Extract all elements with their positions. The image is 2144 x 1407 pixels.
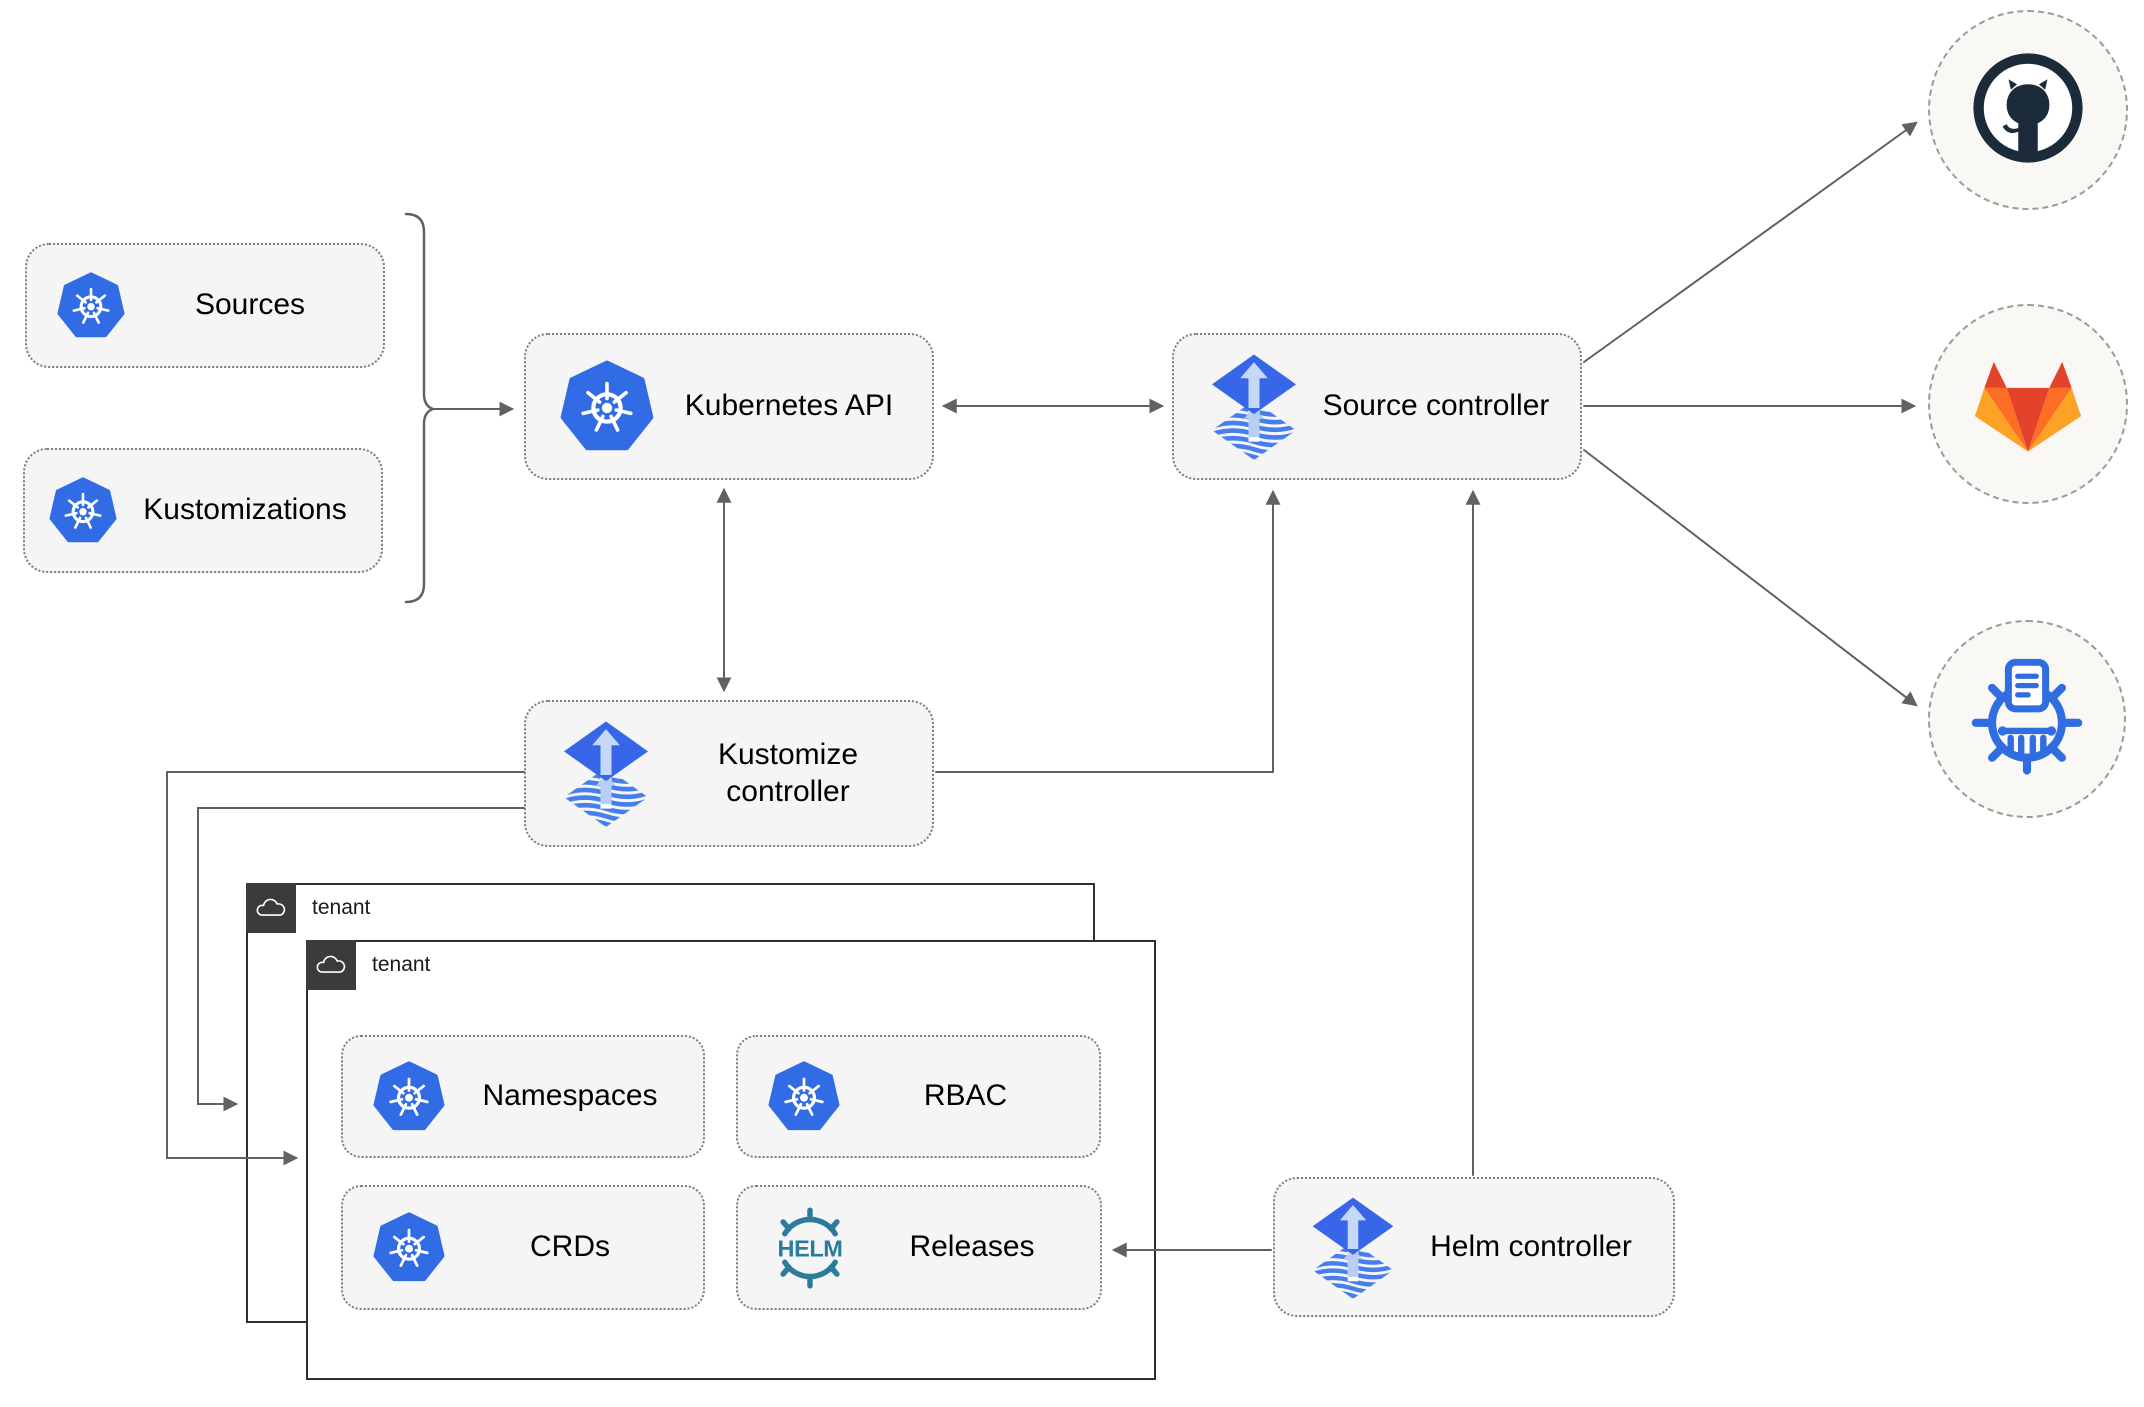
gitlab-icon xyxy=(1969,350,2087,459)
node-label: RBAC xyxy=(923,1079,1008,1113)
kubernetes-icon xyxy=(768,1061,840,1133)
kubernetes-icon xyxy=(49,477,117,545)
tenant-box-front: tenant xyxy=(306,940,1156,1380)
node-label: Helm controller xyxy=(1430,1229,1632,1263)
github-icon xyxy=(1967,47,2089,174)
edge-source-to-github xyxy=(1583,121,1918,363)
node-source-controller: Source controller xyxy=(1172,333,1582,480)
node-helm-controller: Helm controller xyxy=(1273,1177,1675,1317)
helm-icon-text: HELM xyxy=(778,1235,843,1261)
kubernetes-icon xyxy=(560,360,654,454)
kubernetes-icon xyxy=(57,272,125,340)
kubernetes-icon xyxy=(373,1061,445,1133)
tenant-label: tenant xyxy=(372,953,431,976)
external-chartmuseum xyxy=(1928,620,2126,818)
node-label: Namespaces xyxy=(482,1079,658,1113)
chartmuseum-icon xyxy=(1963,653,2091,786)
node-crds: CRDs xyxy=(341,1185,705,1310)
brace-sources-kustomizations xyxy=(404,212,437,604)
node-sources: Sources xyxy=(25,243,385,368)
cloud-icon xyxy=(306,940,356,990)
tenant-label: tenant xyxy=(312,896,371,919)
node-label: Kustomizations xyxy=(143,493,347,527)
edge-kustomize-to-source-controller xyxy=(935,489,1281,773)
node-kustomize-controller: Kustomize controller xyxy=(524,700,934,847)
kubernetes-icon xyxy=(373,1212,445,1284)
node-label: Kustomize controller xyxy=(717,737,859,808)
helm-icon: HELM xyxy=(768,1206,852,1290)
node-kubernetes-api: Kubernetes API xyxy=(524,333,934,480)
flux-icon xyxy=(1208,353,1300,460)
cloud-icon xyxy=(246,883,296,933)
external-github xyxy=(1928,10,2128,210)
node-label: CRDs xyxy=(530,1230,610,1264)
node-namespaces: Namespaces xyxy=(341,1035,705,1158)
node-label: Kubernetes API xyxy=(684,389,894,423)
node-label: Sources xyxy=(194,288,306,322)
flux-icon xyxy=(1309,1196,1397,1299)
flux-icon xyxy=(560,720,652,827)
node-releases: HELM Releases xyxy=(736,1185,1102,1310)
external-gitlab xyxy=(1928,304,2128,504)
edge-source-to-chartmuseum xyxy=(1583,449,1918,707)
node-kustomizations: Kustomizations xyxy=(23,448,383,573)
node-rbac: RBAC xyxy=(736,1035,1101,1158)
node-label: Releases xyxy=(909,1230,1035,1264)
node-label: Source controller xyxy=(1322,389,1550,423)
